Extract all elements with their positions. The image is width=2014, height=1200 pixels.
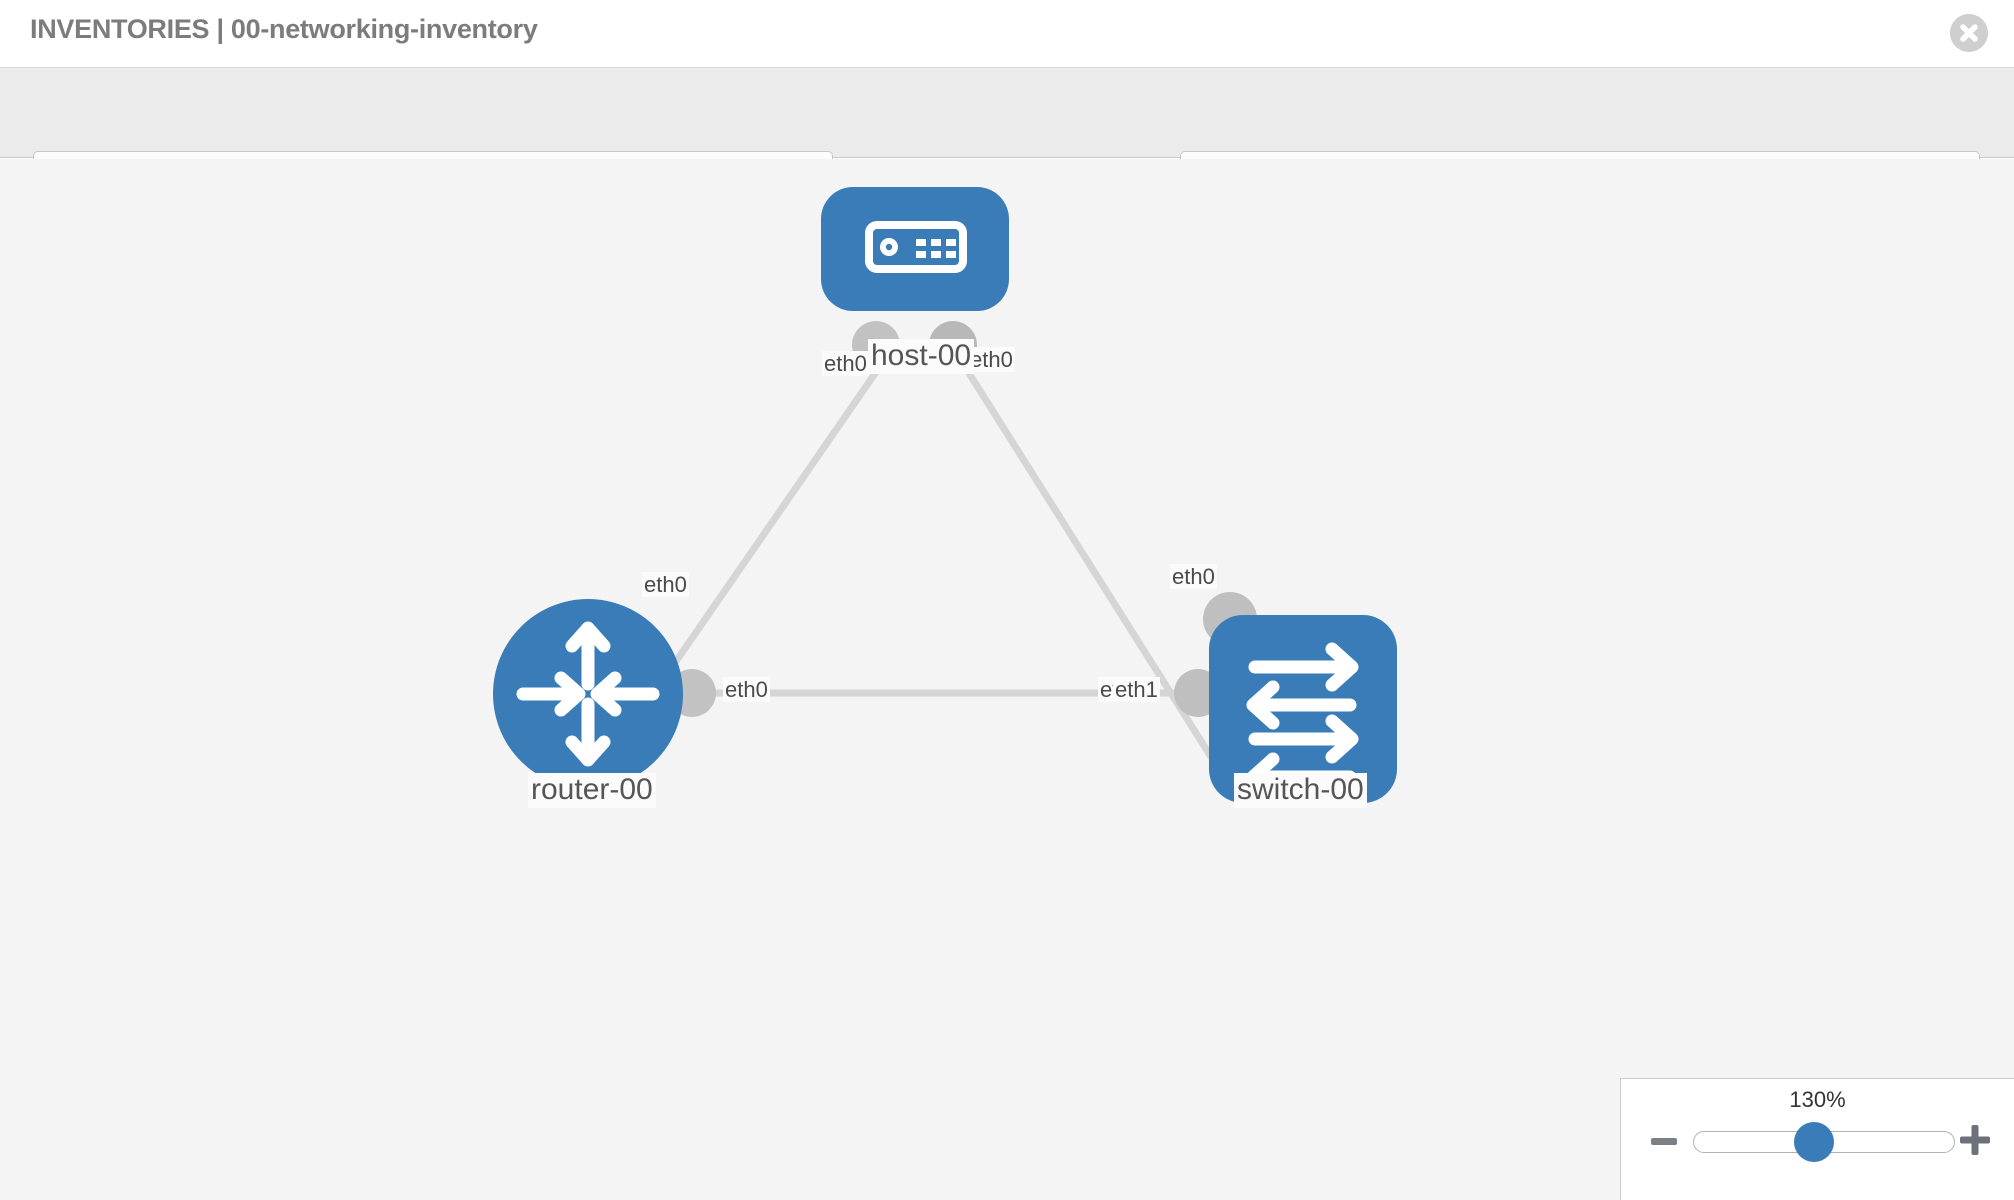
- node-label-host-00: host-00: [868, 339, 975, 374]
- zoom-control-panel: 130%: [1620, 1078, 2014, 1200]
- edge-label-router-upper: eth0: [642, 572, 689, 598]
- close-icon[interactable]: [1950, 14, 1988, 52]
- edge-label-host-right: eth0: [968, 347, 1015, 373]
- edge-label-host-left: eth0: [822, 351, 869, 377]
- toolbar: ACTIONS SEARCH: [0, 68, 2014, 204]
- zoom-level-label: 130%: [1789, 1087, 1846, 1112]
- edge-label-switch-upper: eth0: [1170, 564, 1217, 590]
- zoom-in-button[interactable]: [1958, 1123, 1992, 1157]
- node-router-00[interactable]: [493, 599, 683, 789]
- zoom-out-button[interactable]: [1649, 1127, 1679, 1157]
- server-icon: [865, 221, 967, 273]
- node-label-switch-00: switch-00: [1234, 773, 1367, 808]
- node-host-00[interactable]: [821, 187, 1009, 311]
- router-arrows-icon: [516, 621, 660, 767]
- topology-ports: [668, 321, 1257, 717]
- edge-label-switch-left: eth1: [1113, 677, 1160, 703]
- edge-host-router[interactable]: [647, 357, 888, 701]
- edge-label-router-right: eth0: [723, 677, 770, 703]
- topology-canvas[interactable]: eth0 eth0 host-00 eth0 eth0 eth0 eth eth…: [0, 159, 2014, 1200]
- page-title: INVENTORIES | 00-networking-inventory: [30, 14, 538, 44]
- topology-edges: [647, 357, 1228, 781]
- page-header: INVENTORIES | 00-networking-inventory: [0, 0, 2014, 68]
- topology-graph: [493, 187, 1397, 803]
- node-label-router-00: router-00: [528, 773, 656, 808]
- zoom-slider-thumb[interactable]: [1794, 1122, 1834, 1162]
